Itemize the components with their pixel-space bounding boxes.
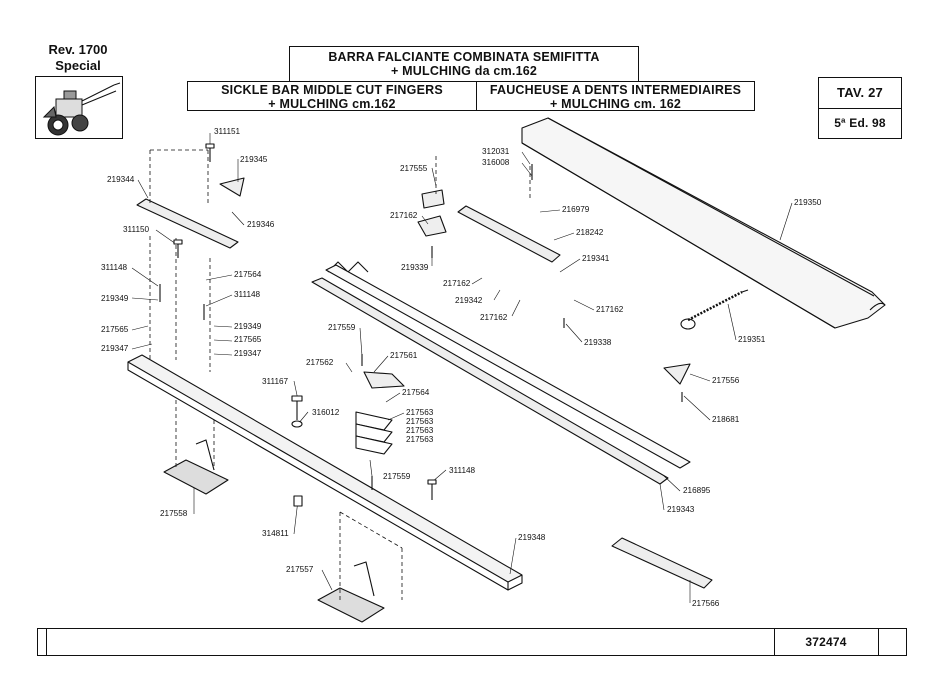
table-divider [819, 108, 901, 109]
part-label-219345: 219345 [240, 155, 268, 164]
part-label-217563: 217563 [406, 435, 434, 444]
part-label-219349: 219349 [101, 294, 129, 303]
footer-right-divider [878, 629, 879, 655]
part-label-216895: 216895 [683, 486, 711, 495]
footer-code-divider [774, 629, 775, 655]
part-label-219338: 219338 [584, 338, 612, 347]
revision-label: Rev. 1700 [48, 42, 108, 57]
part-label-217557: 217557 [286, 565, 314, 574]
part-label-219348: 219348 [518, 533, 546, 542]
part-label-217565: 217565 [234, 335, 262, 344]
part-label-217162: 217162 [596, 305, 624, 314]
part-label-311151: 311151 [214, 127, 241, 136]
part-label-217561: 217561 [390, 351, 418, 360]
part-label-316012: 316012 [312, 408, 340, 417]
title-english-line1: SICKLE BAR MIDDLE CUT FINGERS [221, 83, 443, 97]
plate-217556 [663, 363, 691, 385]
part-label-219344: 219344 [107, 175, 135, 184]
part-label-217559: 217559 [383, 472, 411, 481]
table-edition-box: TAV. 27 5ª Ed. 98 [818, 77, 902, 139]
edition-label: 5ª Ed. 98 [834, 116, 886, 130]
part-label-311150: 311150 [123, 225, 150, 234]
table-number: TAV. 27 [837, 85, 883, 100]
part-label-311148: 311148 [234, 290, 261, 299]
nut-314811 [293, 495, 303, 507]
part-label-311148: 311148 [101, 263, 128, 272]
part-label-217556: 217556 [712, 376, 740, 385]
guard-217558 [163, 439, 229, 495]
part-label-219350: 219350 [794, 198, 822, 207]
guard-217557 [317, 561, 385, 623]
part-label-219343: 219343 [667, 505, 695, 514]
finger-bar-219348 [127, 354, 523, 591]
title-french-line2: + MULCHING cm. 162 [549, 97, 682, 111]
plate-217561 [363, 371, 405, 389]
tiller-drawing [42, 82, 121, 136]
clip-plates-217563 [355, 411, 393, 455]
title-italian-line1: BARRA FALCIANTE COMBINATA SEMIFITTA [328, 50, 600, 64]
title-english-line2: + MULCHING cm.162 [268, 97, 396, 111]
part-label-217162: 217162 [480, 313, 508, 322]
part-label-217564: 217564 [402, 388, 430, 397]
bolt-311151 [205, 143, 215, 162]
part-label-311167: 311167 [262, 377, 289, 386]
footer-left-divider [46, 629, 47, 655]
part-label-217563: 217563 [406, 426, 434, 435]
title-italian-line2: + MULCHING da cm.162 [390, 64, 538, 78]
part-label-219341: 219341 [582, 254, 610, 263]
part-label-216979: 216979 [562, 205, 590, 214]
title-french-box: FAUCHEUSE A DENTS INTERMEDIAIRES + MULCH… [476, 81, 755, 111]
part-label-219347: 219347 [101, 344, 129, 353]
spring-219351 [680, 289, 749, 330]
plate-217162-top [417, 215, 447, 237]
part-label-314811: 314811 [262, 529, 289, 538]
plate-217555 [421, 189, 445, 209]
holder-bar-218242 [457, 205, 561, 263]
part-label-217162: 217162 [443, 279, 471, 288]
part-label-219349: 219349 [234, 322, 262, 331]
drawing-code: 372474 [805, 635, 847, 649]
mulching-cover-219350 [521, 117, 886, 329]
bolt-311148-lower [427, 479, 437, 500]
small-finger-bar-219344 [136, 198, 239, 249]
part-label-316008: 316008 [482, 158, 510, 167]
washer-316012 [291, 420, 303, 428]
part-label-219346: 219346 [247, 220, 275, 229]
part-label-217566: 217566 [692, 599, 720, 608]
part-label-312031: 312031 [482, 147, 510, 156]
bolt-311150 [173, 239, 183, 258]
machine-thumbnail [35, 76, 123, 139]
part-label-219347: 219347 [234, 349, 262, 358]
part-label-217563: 217563 [406, 417, 434, 426]
part-label-217162: 217162 [390, 211, 418, 220]
part-label-217559: 217559 [328, 323, 356, 332]
plate-219345 [219, 177, 245, 197]
knife-sections-219343 [325, 264, 691, 469]
part-label-217563: 217563 [406, 408, 434, 417]
footer-bar: 372474 [37, 628, 907, 656]
part-label-217555: 217555 [400, 164, 428, 173]
part-label-218242: 218242 [576, 228, 604, 237]
part-label-311148: 311148 [449, 466, 476, 475]
guard-217566 [611, 537, 713, 589]
part-label-219351: 219351 [738, 335, 766, 344]
part-label-217562: 217562 [306, 358, 334, 367]
part-label-217565: 217565 [101, 325, 129, 334]
part-label-217558: 217558 [160, 509, 188, 518]
model-label: Special [55, 58, 101, 73]
part-label-219339: 219339 [401, 263, 429, 272]
part-label-218681: 218681 [712, 415, 740, 424]
title-french-line1: FAUCHEUSE A DENTS INTERMEDIAIRES [489, 83, 742, 97]
part-label-217564: 217564 [234, 270, 262, 279]
part-label-219342: 219342 [455, 296, 483, 305]
bolt-311167 [291, 395, 303, 420]
